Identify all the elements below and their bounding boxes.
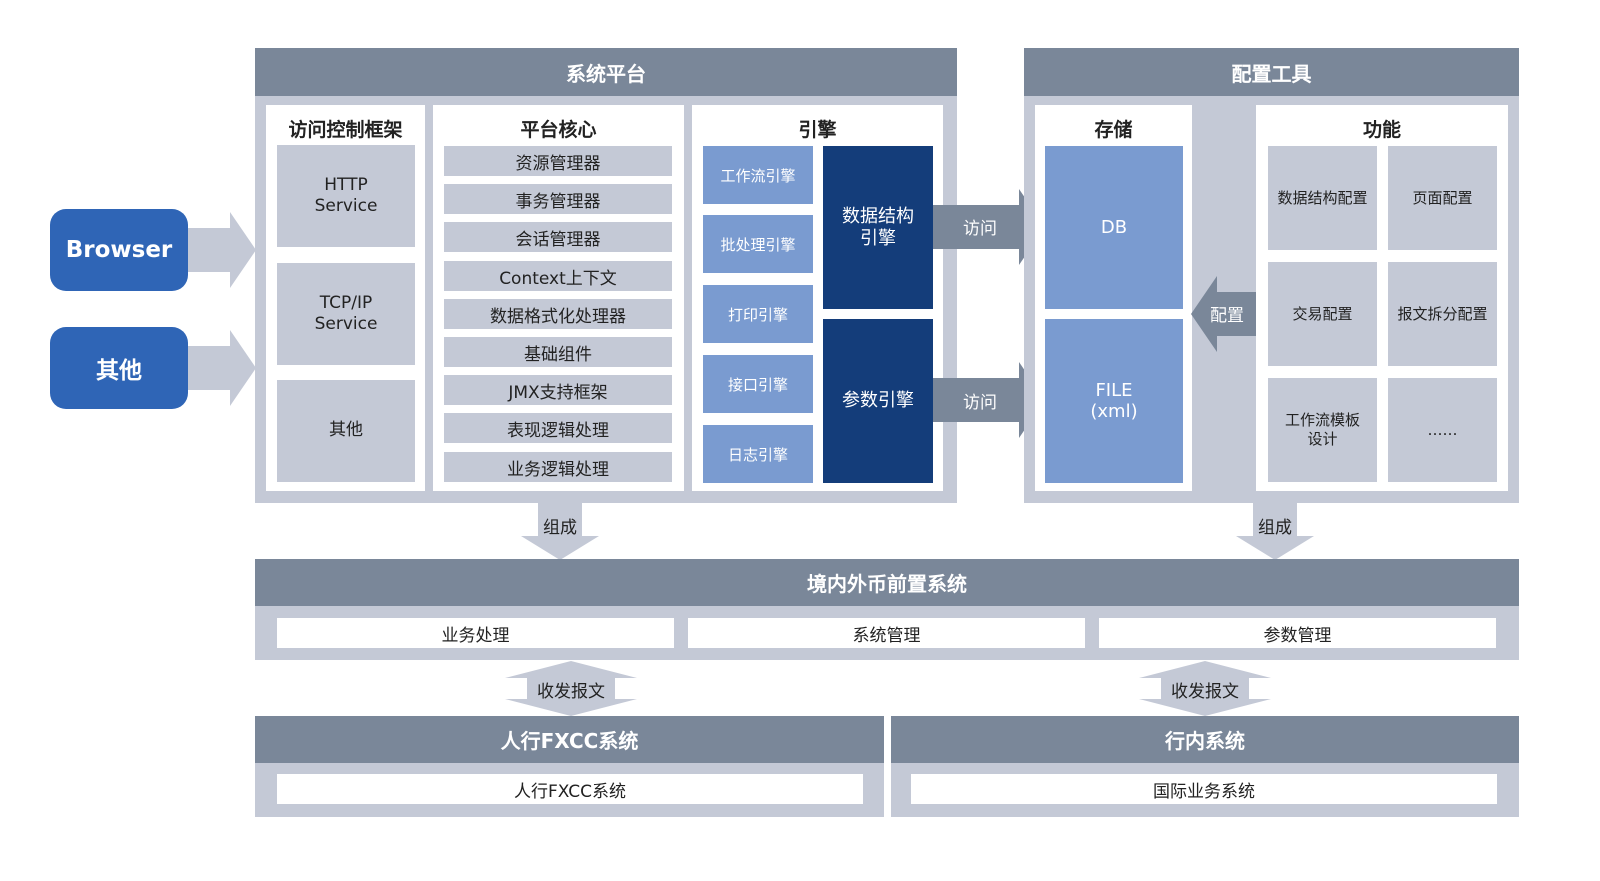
compose-label-left: 组成 bbox=[543, 517, 577, 538]
log-engine: 日志引擎 bbox=[703, 425, 813, 483]
access-arrow-1 bbox=[933, 189, 1045, 265]
browser-arrow bbox=[186, 212, 256, 288]
access-arrow-2 bbox=[933, 362, 1045, 438]
message-label-left: 收发报文 bbox=[537, 681, 605, 702]
file-store: FILE (xml) bbox=[1045, 319, 1183, 483]
compose-arrow-right bbox=[1236, 503, 1314, 560]
page-config: 页面配置 bbox=[1388, 146, 1497, 250]
access-label-2: 访问 bbox=[963, 392, 997, 413]
config-tool-header: 配置工具 bbox=[1024, 48, 1519, 96]
parameter-management: 参数管理 bbox=[1099, 618, 1496, 648]
session-manager: 会话管理器 bbox=[444, 222, 672, 252]
business-processing: 业务处理 bbox=[277, 618, 674, 648]
business-logic: 业务逻辑处理 bbox=[444, 452, 672, 482]
db-store: DB bbox=[1045, 146, 1183, 309]
system-platform-header: 系统平台 bbox=[255, 48, 957, 96]
resource-manager: 资源管理器 bbox=[444, 146, 672, 176]
transaction-manager: 事务管理器 bbox=[444, 184, 672, 214]
pboc-fxcc-system: 人行FXCC系统 bbox=[277, 774, 863, 804]
configure-arrow bbox=[1191, 276, 1258, 352]
storage-title: 存储 bbox=[1094, 119, 1133, 141]
message-arrow-left bbox=[505, 661, 637, 716]
transaction-config: 交易配置 bbox=[1268, 262, 1377, 366]
system-management: 系统管理 bbox=[688, 618, 1085, 648]
parameter-engine: 参数引擎 bbox=[823, 319, 933, 483]
base-components: 基础组件 bbox=[444, 337, 672, 367]
access-other-box: 其他 bbox=[277, 380, 415, 482]
compose-label-right: 组成 bbox=[1258, 517, 1292, 538]
batch-engine: 批处理引擎 bbox=[703, 215, 813, 273]
access-control-title: 访问控制框架 bbox=[288, 119, 403, 141]
browser-client: Browser bbox=[50, 209, 188, 291]
print-engine: 打印引擎 bbox=[703, 285, 813, 343]
engine-title: 引擎 bbox=[798, 119, 837, 141]
other-client: 其他 bbox=[50, 327, 188, 409]
workflow-template-design: 工作流模板 设计 bbox=[1268, 378, 1377, 482]
access-label-1: 访问 bbox=[963, 218, 997, 239]
workflow-engine: 工作流引擎 bbox=[703, 146, 813, 204]
functions-title: 功能 bbox=[1362, 119, 1401, 141]
pboc-header: 人行FXCC系统 bbox=[255, 716, 884, 763]
jmx-framework: JMX支持框架 bbox=[444, 375, 672, 405]
configure-label: 配置 bbox=[1210, 305, 1244, 326]
data-format-processor: 数据格式化处理器 bbox=[444, 299, 672, 329]
bank-header: 行内系统 bbox=[891, 716, 1519, 763]
context: Context上下文 bbox=[444, 261, 672, 291]
other-client-arrow bbox=[186, 330, 256, 406]
platform-core-title: 平台核心 bbox=[520, 119, 597, 141]
message-label-right: 收发报文 bbox=[1171, 681, 1239, 702]
compose-arrow-left bbox=[521, 503, 599, 560]
tcpip-service-box: TCP/IP Service bbox=[277, 263, 415, 365]
interface-engine: 接口引擎 bbox=[703, 355, 813, 413]
message-arrow-right bbox=[1139, 661, 1271, 716]
presentation-logic: 表现逻辑处理 bbox=[444, 413, 672, 443]
front-system-header: 境内外币前置系统 bbox=[255, 559, 1519, 606]
more-functions: …… bbox=[1388, 378, 1497, 482]
data-structure-engine: 数据结构 引擎 bbox=[823, 146, 933, 309]
data-structure-config: 数据结构配置 bbox=[1268, 146, 1377, 250]
international-business-system: 国际业务系统 bbox=[911, 774, 1497, 804]
http-service-box: HTTP Service bbox=[277, 145, 415, 247]
message-split-config: 报文拆分配置 bbox=[1388, 262, 1497, 366]
